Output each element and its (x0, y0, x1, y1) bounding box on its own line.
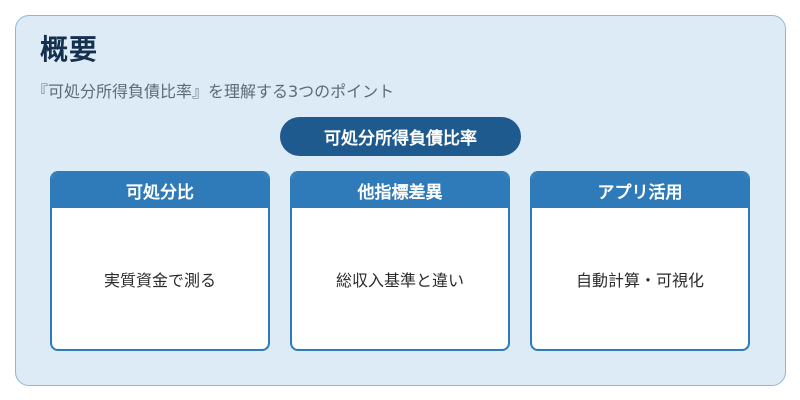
point-card-2-title: 他指標差異 (357, 183, 443, 203)
point-card-3-text: 自動計算・可視化 (575, 270, 704, 290)
point-card-3: アプリ活用 自動計算・可視化 (530, 171, 750, 351)
point-card-2-header: 他指標差異 (292, 173, 508, 208)
point-card-1-body: 実質資金で測る (52, 208, 268, 349)
point-card-1-title: 可処分比 (126, 183, 194, 203)
page-title: 概要 (40, 33, 99, 66)
point-card-1: 可処分比 実質資金で測る (50, 171, 270, 351)
central-concept-label: 可処分所得負債比率 (324, 129, 477, 149)
point-card-2: 他指標差異 総収入基準と違い (290, 171, 510, 351)
point-card-3-title: アプリ活用 (597, 183, 683, 203)
point-card-1-header: 可処分比 (52, 173, 268, 208)
central-concept-pill: 可処分所得負債比率 (280, 117, 521, 156)
page-subtitle: 『可処分所得負債比率』を理解する3つのポイント (32, 82, 395, 101)
point-card-2-text: 総収入基準と違い (335, 270, 464, 290)
point-card-3-body: 自動計算・可視化 (532, 208, 748, 349)
point-card-1-text: 実質資金で測る (103, 270, 216, 290)
point-card-3-header: アプリ活用 (532, 173, 748, 208)
point-card-2-body: 総収入基準と違い (292, 208, 508, 349)
